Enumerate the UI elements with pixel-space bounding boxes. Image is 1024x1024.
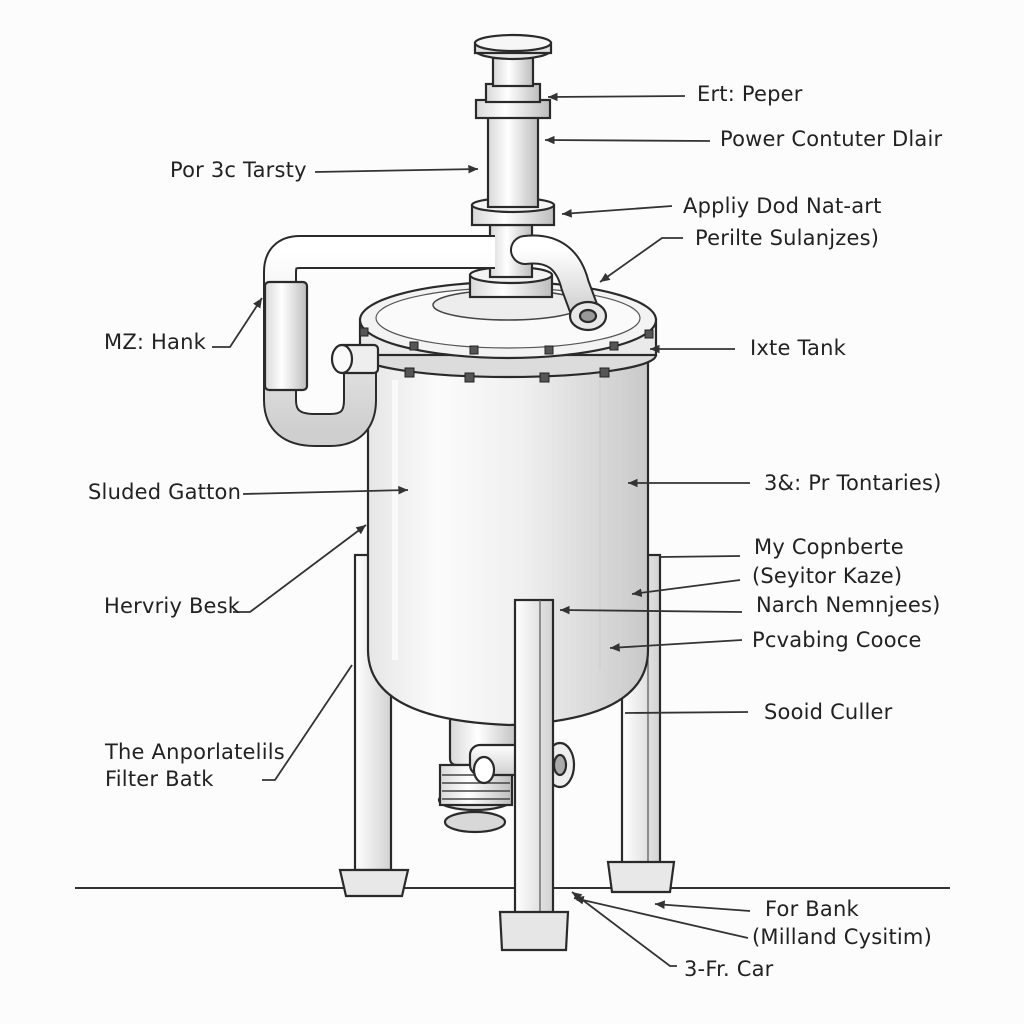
label-pr-tontaries: 3&: Pr Tontaries) bbox=[764, 471, 942, 495]
label-pcvabing-cooce: Pcvabing Cooce bbox=[752, 628, 922, 652]
label-milland-cysitim: (Milland Cysitim) bbox=[752, 925, 932, 949]
label-my-copnberte: My Copnberte bbox=[754, 535, 904, 559]
label-ixte-tank: Ixte Tank bbox=[750, 336, 846, 360]
label-ert-peper: Ert: Peper bbox=[697, 82, 803, 106]
right-curved-pipe bbox=[510, 234, 608, 332]
left-u-pipe bbox=[263, 235, 495, 447]
label-por-3c-tarsty: Por 3c Tarsty bbox=[170, 158, 307, 182]
label-narch-nemnjees: Narch Nemnjees) bbox=[756, 593, 941, 617]
label-perilte-sulanjzes: Perilte Sulanjzes) bbox=[695, 226, 880, 250]
label-the-anporlatelils: The Anporlatelils bbox=[105, 740, 285, 764]
label-hervriy-besk: Hervriy Besk bbox=[104, 594, 241, 618]
label-sluded-gatton: Sluded Gatton bbox=[88, 480, 242, 504]
label-filter-batk: Filter Batk bbox=[105, 767, 214, 791]
label-3-fr-car: 3-Fr. Car bbox=[684, 957, 774, 981]
front-leg bbox=[498, 598, 570, 952]
label-for-bank: For Bank bbox=[765, 897, 859, 921]
tank-body bbox=[366, 358, 650, 727]
leader-lines bbox=[212, 92, 751, 967]
label-sooid-culler: Sooid Culler bbox=[764, 700, 893, 724]
label-seyitor-kaze: (Seyitor Kaze) bbox=[752, 564, 903, 588]
label-appliy-dod-nat-art: Appliy Dod Nat-art bbox=[683, 194, 882, 218]
label-power-contuter-dlair: Power Contuter Dlair bbox=[720, 127, 943, 151]
label-mz-hank: MZ: Hank bbox=[104, 330, 206, 354]
flange-bolts bbox=[359, 327, 654, 383]
